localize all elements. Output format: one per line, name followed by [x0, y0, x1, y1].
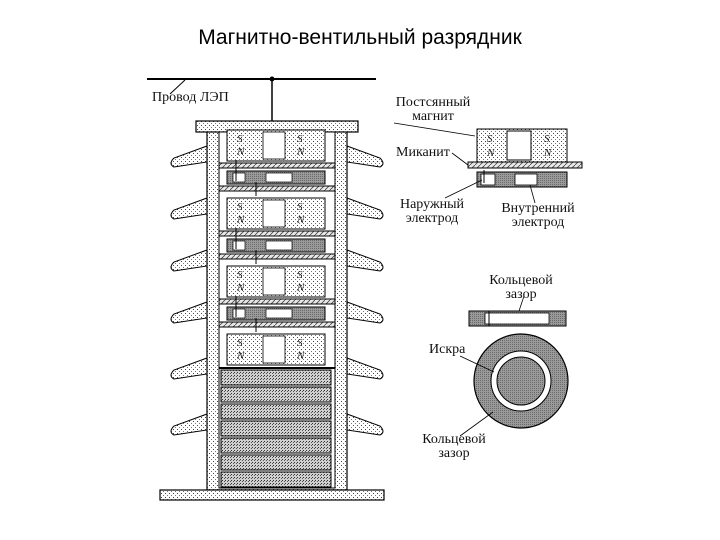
electrode-plate	[218, 160, 336, 196]
north-pole-label: N	[296, 214, 305, 226]
north-pole-label: N	[296, 146, 305, 158]
insulator-shed-right	[346, 145, 384, 168]
electrode-plate	[218, 296, 336, 332]
resistor-block	[220, 386, 332, 403]
insulator-shed-left	[170, 197, 208, 220]
resistor-block	[220, 403, 332, 420]
insulator-shed-right	[346, 413, 384, 436]
south-pole-label: S	[237, 201, 243, 213]
stack-divider	[219, 367, 335, 369]
spark-label: Искра	[429, 342, 466, 357]
insulator-shed-right	[346, 357, 384, 380]
insulator-shed-right	[346, 301, 384, 324]
inner-electrode-label-line2: электрод	[511, 215, 565, 230]
permanent-magnet-label-line2: магнит	[412, 109, 454, 124]
mikanit-label: Миканит	[396, 145, 450, 160]
north-pole-label: N	[236, 214, 245, 226]
power-line-wire	[147, 76, 376, 122]
south-pole-label: S	[297, 269, 303, 281]
south-pole-label: S	[237, 337, 243, 349]
insulator-shed-right	[346, 197, 384, 220]
north-pole-label: N	[296, 282, 305, 294]
resistor-block	[220, 369, 332, 386]
outer-electrode-label: Наружный электрод	[393, 198, 471, 226]
inner-electrode-label-line1: Внутренний	[501, 201, 575, 216]
insulator-shed-right	[346, 249, 384, 272]
page-title: Магнитно-вентильный разрядник	[198, 26, 522, 49]
north-pole-label: N	[236, 146, 245, 158]
south-pole-label: S	[297, 133, 303, 145]
detail-ring-gap-plan	[459, 333, 569, 437]
electrode-plate	[218, 228, 336, 264]
insulator-shed-left	[170, 357, 208, 380]
svg-text:N: N	[543, 147, 552, 159]
insulator-shed-left	[170, 249, 208, 272]
permanent-magnet-label: Постсянный магнит	[388, 96, 478, 124]
outer-electrode-label-line1: Наружный	[399, 197, 465, 212]
resistor-block	[220, 420, 332, 437]
outer-electrode-label-line2: электрод	[405, 211, 459, 226]
detail-ring-gap-section	[468, 295, 567, 327]
south-pole-label: S	[237, 269, 243, 281]
valve-resistor-blocks	[220, 369, 332, 488]
north-pole-label: N	[236, 282, 245, 294]
ring-gap-bottom-label-line2: зазор	[438, 446, 470, 461]
svg-text:N: N	[486, 147, 495, 159]
insulator-shed-left	[170, 301, 208, 324]
north-pole-label: N	[296, 350, 305, 362]
south-pole-label: S	[297, 201, 303, 213]
resistor-block	[220, 454, 332, 471]
permanent-magnet-label-line1: Постсянный	[395, 95, 471, 110]
base-plate	[159, 489, 385, 501]
svg-text:S: S	[544, 133, 550, 145]
resistor-block	[220, 471, 332, 488]
ring-gap-top-label: Кольцевой зазор	[478, 274, 564, 302]
detail-magnet-assembly: S N S N	[393, 122, 583, 204]
insulator-sheds	[170, 145, 384, 436]
ring-gap-top-label-line2: зазор	[505, 287, 537, 302]
insulator-shed-left	[170, 145, 208, 168]
line-wire-label: Провод ЛЭП	[152, 90, 229, 105]
insulator-shed-left	[170, 413, 208, 436]
inner-electrode-label: Внутренний электрод	[493, 202, 583, 230]
south-pole-label: S	[297, 337, 303, 349]
ring-gap-bottom-label-line1: Кольцевой	[422, 432, 486, 447]
ring-gap-top-label-line1: Кольцевой	[489, 273, 553, 288]
north-pole-label: N	[236, 350, 245, 362]
ring-gap-bottom-label: Кольцевой зазор	[410, 433, 498, 461]
svg-text:S: S	[487, 133, 493, 145]
resistor-block	[220, 437, 332, 454]
south-pole-label: S	[237, 133, 243, 145]
